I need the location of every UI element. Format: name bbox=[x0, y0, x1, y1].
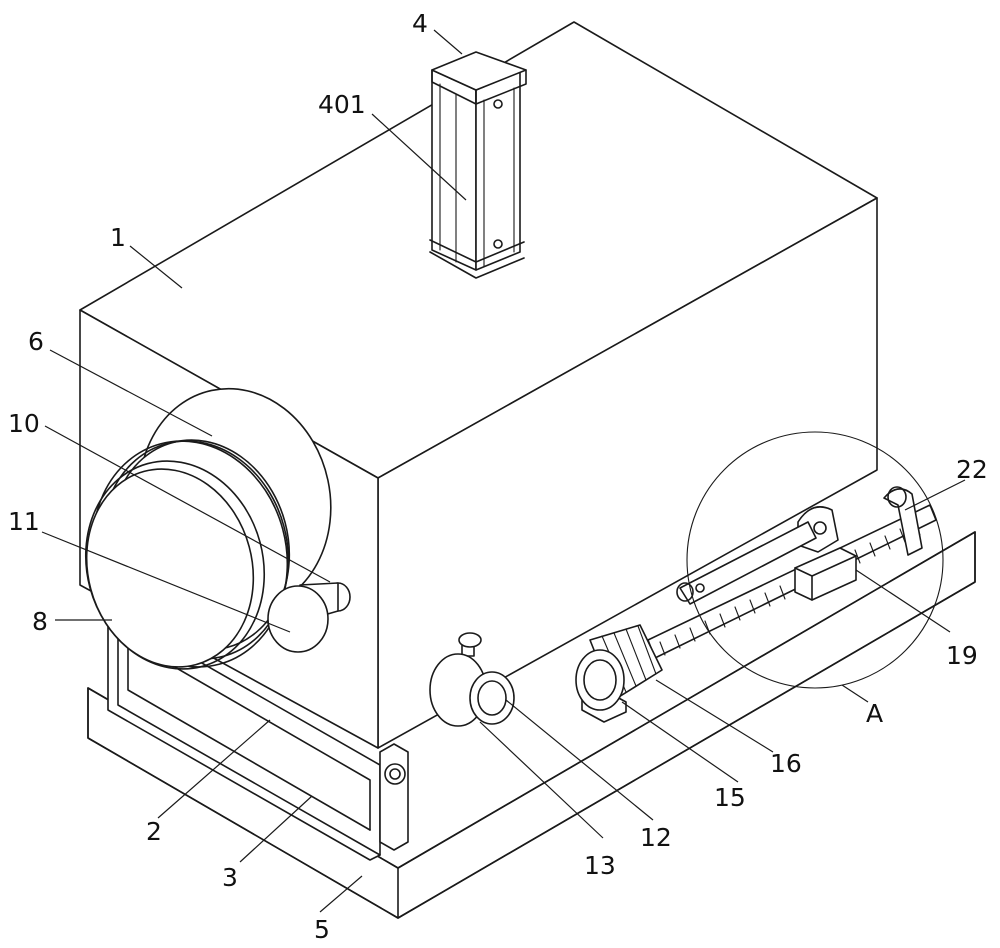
label-16: 16 bbox=[770, 749, 802, 778]
link-bar bbox=[676, 521, 817, 605]
label-10: 10 bbox=[8, 409, 40, 438]
sliding-block bbox=[794, 506, 857, 601]
label-3: 3 bbox=[222, 863, 238, 892]
label-12: 12 bbox=[640, 823, 672, 852]
label-5: 5 bbox=[314, 915, 330, 944]
detail-circle-a bbox=[686, 431, 944, 689]
leader-lines bbox=[41, 29, 966, 913]
label-401: 401 bbox=[318, 90, 366, 119]
label-A: A bbox=[866, 699, 883, 728]
screw-end-bracket bbox=[883, 486, 923, 556]
label-22: 22 bbox=[956, 455, 988, 484]
level-gauge bbox=[429, 51, 527, 279]
label-1: 1 bbox=[110, 223, 126, 252]
label-11: 11 bbox=[8, 507, 40, 536]
hand-wheel bbox=[575, 624, 663, 723]
label-8: 8 bbox=[32, 607, 48, 636]
hinge-bracket bbox=[379, 743, 409, 851]
label-2: 2 bbox=[146, 817, 162, 846]
label-13: 13 bbox=[584, 851, 616, 880]
drain-valve bbox=[429, 632, 515, 727]
label-4: 4 bbox=[412, 9, 428, 38]
label-6: 6 bbox=[28, 327, 44, 356]
label-15: 15 bbox=[714, 783, 746, 812]
round-door bbox=[84, 387, 332, 670]
label-19: 19 bbox=[946, 641, 978, 670]
part-labels: 4 401 1 6 10 11 8 2 3 5 13 12 15 16 A 19… bbox=[8, 9, 988, 944]
door-knob bbox=[267, 582, 351, 653]
